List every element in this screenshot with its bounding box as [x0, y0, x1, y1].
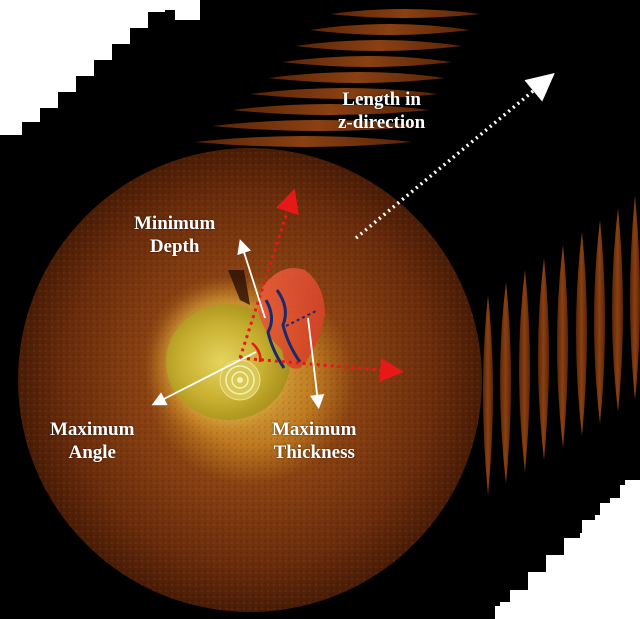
label-max-angle-line1: Maximum	[50, 419, 135, 440]
angle-arc	[251, 342, 262, 363]
angle-ray-lower	[239, 356, 404, 382]
arrow-max-angle	[151, 351, 257, 406]
lumen	[166, 304, 290, 420]
arrow-max-thickness	[307, 317, 325, 410]
lesion-region	[258, 268, 325, 369]
label-min-depth-line1: Minimum	[134, 213, 216, 234]
oct-cross-section	[18, 148, 482, 612]
stacked-slices-right	[483, 195, 640, 495]
label-max-thickness-line1: Maximum	[272, 419, 357, 440]
bottom-right-steps	[495, 485, 640, 619]
lesion-inner-border	[264, 299, 286, 369]
arrow-min-depth	[237, 239, 266, 319]
label-length-z-line2: z-direction	[338, 112, 426, 133]
stacked-slices-top	[195, 9, 480, 147]
label-length-z-line1: Length in	[342, 89, 421, 110]
label-min-depth-line2: Depth	[149, 236, 200, 257]
label-max-thickness: Maximum Thickness	[272, 418, 356, 464]
label-length-z: Length in z-direction	[338, 88, 425, 134]
lesion-outer-border	[275, 289, 302, 363]
label-min-depth: Minimum Depth	[134, 212, 215, 258]
label-max-angle: Maximum Angle	[50, 418, 134, 464]
label-max-thickness-line2: Thickness	[273, 442, 355, 463]
top-left-steps	[0, 0, 165, 135]
label-max-angle-line2: Angle	[68, 442, 116, 463]
